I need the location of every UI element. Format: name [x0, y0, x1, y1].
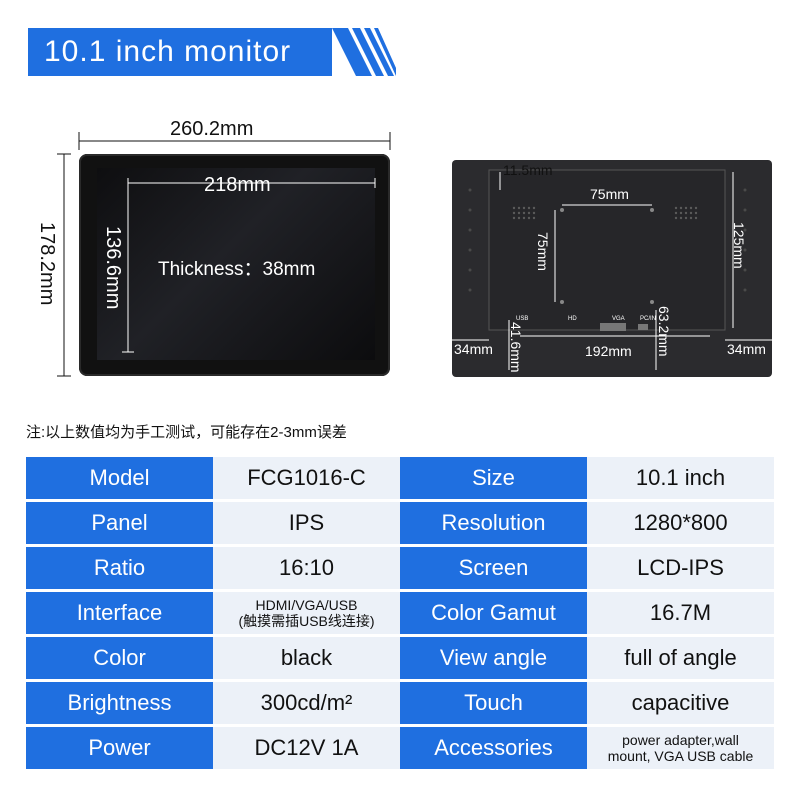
measurement-note: 注:以上数值均为手工测试，可能存在2-3mm误差: [26, 424, 347, 441]
thickness-label: Thickness：38mm: [158, 259, 316, 280]
title-banner: 10.1 inch monitor: [28, 28, 396, 76]
port-label-pcin: PC/IN: [640, 316, 657, 322]
spec-value: 16.7M: [587, 592, 774, 634]
spec-value-line: mount, VGA USB cable: [607, 748, 754, 764]
screen-width-dimension: 218mm: [204, 174, 271, 196]
spec-key: Touch: [400, 682, 587, 724]
back-vesa-height: 75mm: [535, 232, 551, 271]
spec-key: Accessories: [400, 727, 587, 769]
spec-value: full of angle: [587, 637, 774, 679]
back-right-inner: 63.2mm: [656, 306, 672, 357]
spec-key: View angle: [400, 637, 587, 679]
table-row: Power DC12V 1A Accessories power adapter…: [26, 727, 774, 769]
spec-value: capacitive: [587, 682, 774, 724]
spec-value: power adapter,wall mount, VGA USB cable: [587, 727, 774, 769]
spec-table: Model FCG1016-C Size 10.1 inch Panel IPS…: [26, 454, 774, 772]
spec-value-line: power adapter,wall: [622, 732, 739, 748]
screen-dimension-lines: [122, 178, 376, 353]
page-title: 10.1 inch monitor: [44, 35, 292, 68]
table-row: Ratio 16:10 Screen LCD-IPS: [26, 547, 774, 589]
port-label-hd: HD: [568, 316, 577, 322]
spec-key: Ratio: [26, 547, 213, 589]
spec-key: Color: [26, 637, 213, 679]
back-left-width: 34mm: [454, 341, 493, 357]
front-dimension-lines: [57, 132, 391, 377]
table-row: Interface HDMI/VGA/USB (触摸需插USB线连接) Colo…: [26, 592, 774, 634]
spec-key: Resolution: [400, 502, 587, 544]
table-row: Panel IPS Resolution 1280*800: [26, 502, 774, 544]
spec-value: HDMI/VGA/USB (触摸需插USB线连接): [213, 592, 400, 634]
back-details: [440, 169, 774, 370]
back-vesa-width: 75mm: [590, 186, 629, 202]
spec-value: IPS: [213, 502, 400, 544]
spec-value: LCD-IPS: [587, 547, 774, 589]
back-height: 125mm: [731, 222, 747, 269]
table-row: Color black View angle full of angle: [26, 637, 774, 679]
spec-value: 300cd/m²: [213, 682, 400, 724]
spec-value: DC12V 1A: [213, 727, 400, 769]
back-right-width: 34mm: [727, 341, 766, 357]
spec-value: 1280*800: [587, 502, 774, 544]
spec-key: Screen: [400, 547, 587, 589]
spec-value: FCG1016-C: [213, 457, 400, 499]
spec-key: Brightness: [26, 682, 213, 724]
spec-key: Model: [26, 457, 213, 499]
spec-key: Color Gamut: [400, 592, 587, 634]
spec-value: 16:10: [213, 547, 400, 589]
spec-value-line: HDMI/VGA/USB: [255, 597, 358, 613]
monitor-screen: [97, 168, 375, 360]
screen-height-dimension: 136.6mm: [102, 226, 124, 310]
table-row: Brightness 300cd/m² Touch capacitive: [26, 682, 774, 724]
table-row: Model FCG1016-C Size 10.1 inch: [26, 457, 774, 499]
spec-value-line: (触摸需插USB线连接): [238, 613, 375, 629]
spec-key: Panel: [26, 502, 213, 544]
spec-key: Power: [26, 727, 213, 769]
spec-key: Interface: [26, 592, 213, 634]
width-dimension: 260.2mm: [170, 118, 254, 140]
spec-value: black: [213, 637, 400, 679]
back-top-offset: 11.5mm: [503, 162, 553, 178]
port-label-vga: VGA: [612, 316, 625, 322]
port-label-usb: USB: [516, 316, 529, 322]
spec-value: 10.1 inch: [587, 457, 774, 499]
back-bottom-width: 192mm: [585, 343, 632, 359]
banner-stripes: [332, 28, 396, 76]
spec-key: Size: [400, 457, 587, 499]
back-left-inner: 41.6mm: [508, 322, 524, 373]
